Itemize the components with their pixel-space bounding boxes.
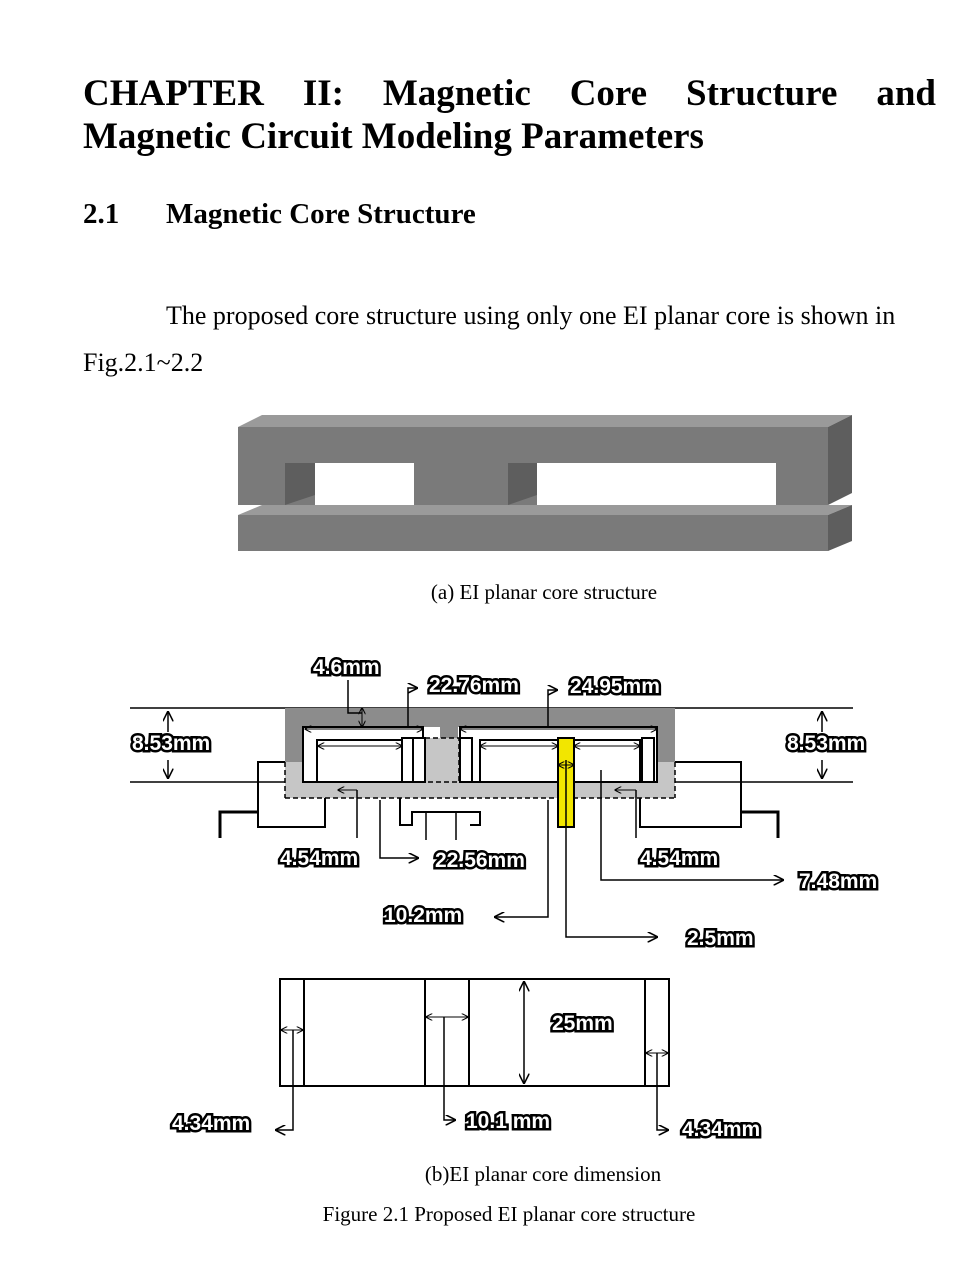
- chapter-title: CHAPTER II: Magnetic Core Structure and …: [83, 73, 936, 157]
- caption-a: (a) EI planar core structure: [430, 580, 658, 604]
- center-leg-section: [425, 738, 459, 782]
- dim-4-6: 4.6mm: [313, 656, 380, 679]
- dim-2-5: 2.5mm: [687, 927, 754, 950]
- caption-b: (b)EI planar core dimension: [424, 1162, 662, 1186]
- dim-22-76: 22.76mm: [429, 674, 519, 697]
- dim-7-48: 7.48mm: [799, 870, 877, 893]
- ei-core-3d-illustration: [238, 415, 852, 551]
- dim-4-54-right: 4.54mm: [640, 847, 718, 870]
- i-core-section: [285, 782, 675, 798]
- outer-leg-right-light: [658, 762, 675, 782]
- e-core-side: [828, 415, 852, 505]
- dim-8-53-right: 8.53mm: [787, 732, 865, 755]
- e-core-leg-shade-center: [508, 463, 537, 505]
- dim-4-34-right: 4.34mm: [682, 1118, 760, 1141]
- dim-4-34-left: 4.34mm: [172, 1112, 250, 1135]
- body-paragraph: The proposed core structure using only o…: [83, 301, 896, 377]
- i-core-side: [828, 505, 852, 551]
- ei-core-cross-section: [130, 680, 853, 937]
- section-heading: 2.1 Magnetic Core Structure: [83, 198, 476, 231]
- i-core-front: [238, 515, 828, 551]
- e-core-top: [238, 415, 852, 427]
- outer-leg-left-light: [285, 762, 305, 782]
- dim-25: 25mm: [552, 1012, 613, 1035]
- dim-24-95: 24.95mm: [570, 675, 660, 698]
- e-core-leg-shade-left: [285, 463, 315, 505]
- e-core-section: [285, 708, 675, 762]
- ei-core-top-view: [276, 978, 670, 1130]
- i-core-top: [238, 505, 852, 515]
- dim-4-54-left: 4.54mm: [280, 847, 358, 870]
- section-title: Magnetic Core Structure: [166, 198, 476, 230]
- dim-10-1: 10.1 mm: [466, 1110, 550, 1133]
- figure-caption: Figure 2.1 Proposed EI planar core struc…: [322, 1202, 696, 1226]
- dim-22-56: 22.56mm: [435, 849, 525, 872]
- dim-8-53-left: 8.53mm: [132, 732, 210, 755]
- dim-10-2: 10.2mm: [384, 904, 462, 927]
- section-number: 2.1: [83, 198, 120, 230]
